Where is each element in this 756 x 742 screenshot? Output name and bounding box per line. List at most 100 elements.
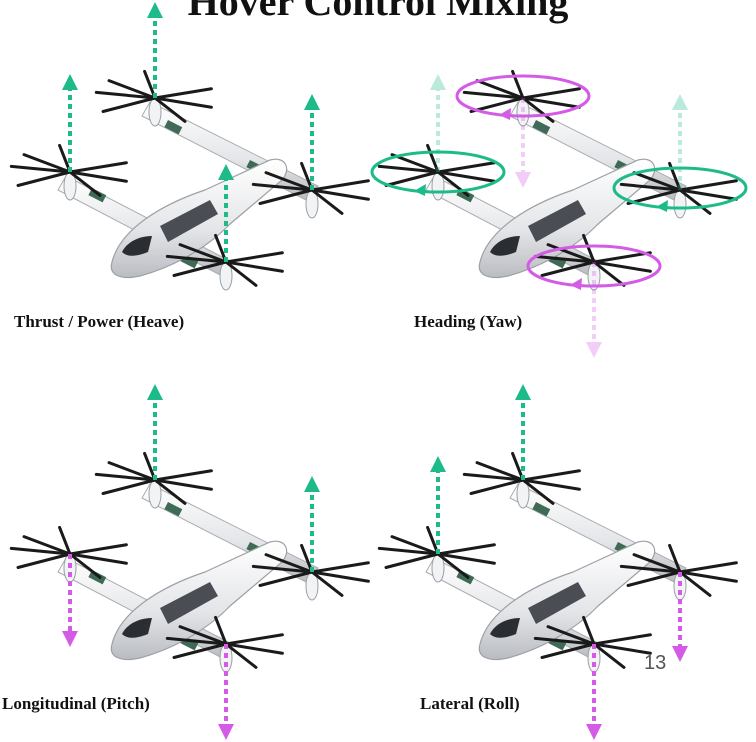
cabin-window [528,582,586,624]
rotor-blade [377,546,440,556]
rotor-blade [436,161,496,174]
rotor-blade [475,461,525,482]
rotor-blade [224,260,258,287]
rotor-blade [153,87,213,100]
yaw-rotation-ring [612,166,748,210]
nacelle-stripe [164,120,183,135]
rotor-blade [224,260,284,273]
rearR-rotor [251,161,370,219]
nacelle-stripe [532,501,551,517]
rotor-blade [101,96,157,113]
rotor-blade [533,254,596,264]
rotor-blade [264,553,314,574]
rotor-blade [540,642,596,659]
caption-heave: Thrust / Power (Heave) [14,312,185,331]
rearL-rotor [462,451,581,509]
cockpit-window [490,618,520,638]
rotor-blade [310,570,344,597]
frontR-rotor [165,615,284,673]
rotor-blade [68,170,128,183]
rotor-blade [68,552,128,565]
rotor-blade [68,170,102,197]
rotor-blade [310,188,344,215]
caption-roll: Lateral (Roll) [420,694,520,713]
panel-2 [9,384,370,740]
panel-0 [9,2,370,291]
rotor-blade [632,553,682,574]
rotor-blade [107,461,157,482]
rotation-arrowhead [499,108,511,120]
rotor-blade [462,472,525,482]
rotor-blade [632,171,682,192]
caption-yaw: Heading (Yaw) [414,312,523,331]
rotor-blade [592,642,652,655]
rotor-blade [436,170,496,183]
rotor-blade [94,90,157,100]
rotor-blade [384,170,440,187]
rotor-blade [462,90,525,100]
rearR-rotor [619,543,738,601]
rotor-blade [626,570,682,587]
rotor-blade [678,179,738,192]
rotor-blade [582,233,596,264]
rotor-blade [178,625,228,646]
rotor-blade [678,570,738,583]
rotor-blade [165,254,228,264]
rotor-blade [384,552,440,569]
rotor-blade [540,260,596,277]
rotor-blade [16,170,72,187]
frontL-rotor [377,525,496,583]
rotor-blade [592,642,626,669]
rotor-blade [592,251,652,264]
cockpit-window [122,236,152,256]
rotor-blade [521,478,581,491]
rotor-blade [377,164,440,174]
evtol-aircraft [57,483,319,661]
yaw-rotation-ring [370,150,506,194]
rotor-blade [224,642,284,655]
slide-title: Hover Control Mixing [187,0,569,24]
rotor-blade [258,188,314,205]
rotor-blade [172,642,228,659]
rotor-blade [22,535,72,556]
rotor-blade [619,564,682,574]
rotor-blade [264,171,314,192]
rotor-blade [592,633,652,646]
rotor-blade [469,478,525,495]
rotor-blade [310,188,370,201]
rotor-blade [436,552,496,565]
nacelle-stripe [164,501,183,517]
rotor-blade [178,243,228,264]
rotor-blade [58,525,72,556]
yaw-rotation-ring [526,244,662,288]
rotor-blade [310,561,370,574]
rotor-blade [521,469,581,482]
evtol-aircraft [425,483,687,661]
rotor-blade [475,79,525,100]
rotor-blade [521,478,555,505]
caption-pitch: Longitudinal (Pitch) [2,694,150,713]
rotor-blade [165,636,228,646]
yaw-rotation-ring [455,74,591,118]
rotor-blade [22,153,72,174]
rotor-blade [101,478,157,495]
rotor-blade [68,552,102,579]
rotor-blade [521,87,581,100]
rotor-blade [251,182,314,192]
slide-number: 13 [644,652,667,674]
rotor-blade [16,552,72,569]
rotor-blade [426,143,440,174]
nacelle-stripe [532,120,551,135]
rotor-blade [582,615,596,646]
rotor-blade [214,615,228,646]
rotor-blade [521,96,555,123]
rotor-blade [668,543,682,574]
rotation-arrowhead [570,278,582,290]
rotation-arrowhead [656,200,668,212]
rotor-blade [251,564,314,574]
rotor-blade [626,188,682,205]
rotor-blade [9,164,72,174]
rotor-blade [592,260,626,287]
